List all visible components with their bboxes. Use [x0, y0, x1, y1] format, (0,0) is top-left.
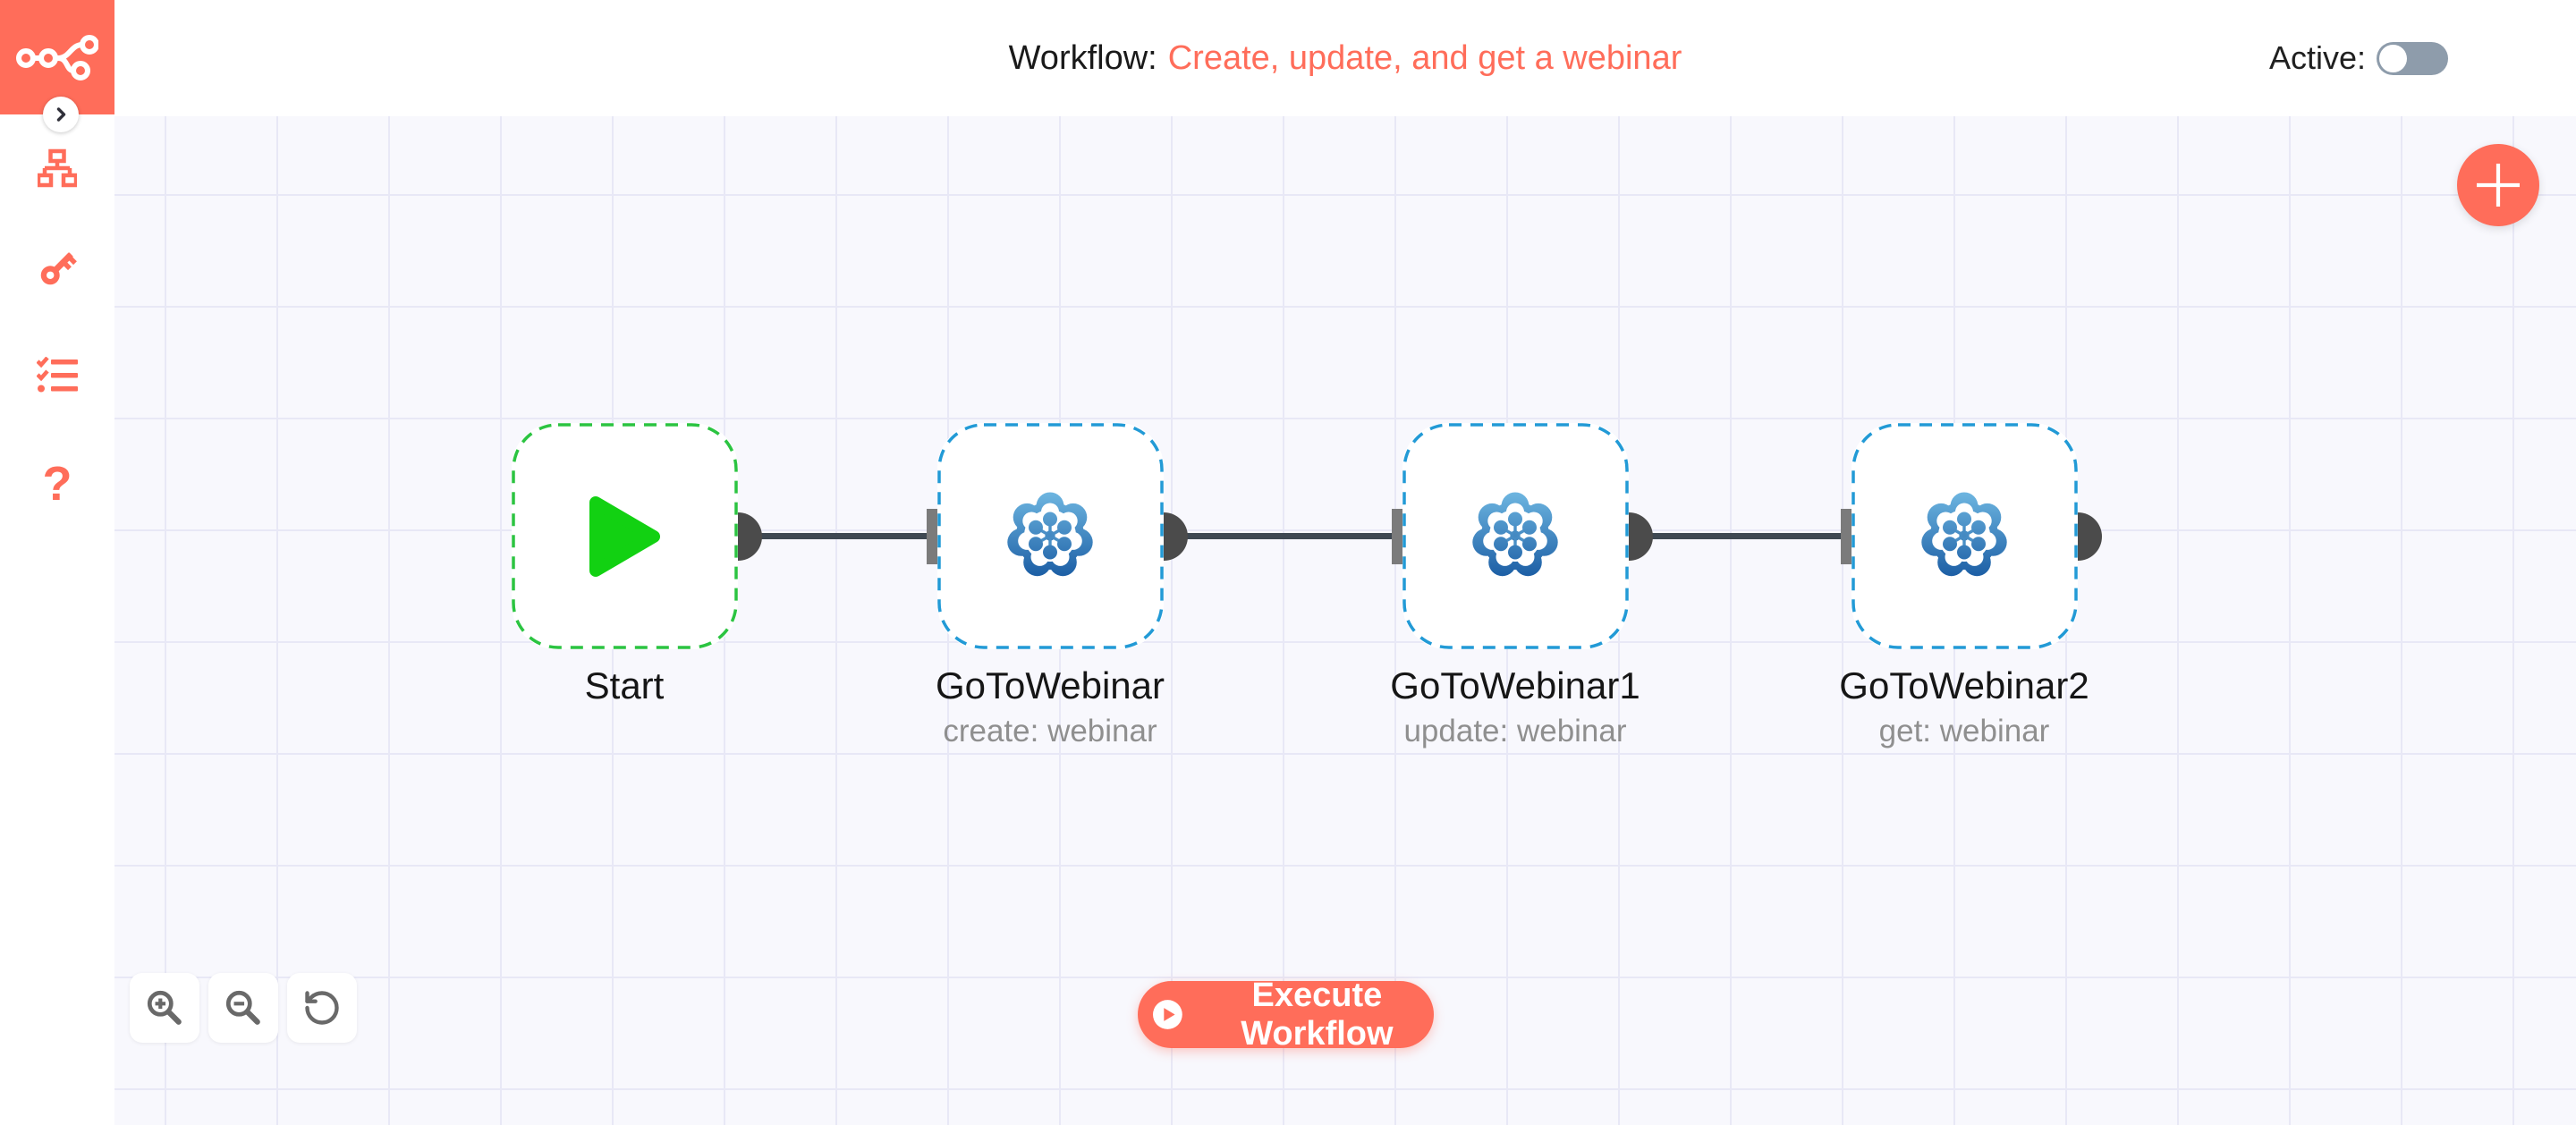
chevron-right-icon	[56, 107, 66, 122]
zoom-in-icon	[147, 990, 182, 1025]
node-border	[1852, 423, 2078, 649]
workflows-icon	[38, 148, 77, 188]
execute-workflow-button[interactable]: Execute Workflow	[1138, 977, 1434, 1053]
header-bar: Workflow: Create, update, and get a webi…	[114, 0, 2576, 116]
sidebar-item-workflows[interactable]	[0, 148, 114, 188]
connection-line	[1164, 533, 1402, 539]
gotowebinar-icon	[1005, 491, 1095, 580]
n8n-logo[interactable]	[0, 0, 114, 114]
node-gotowebinar1[interactable]	[1402, 423, 1629, 649]
node-label: Start	[584, 664, 665, 706]
zoom-out-button[interactable]	[208, 973, 278, 1043]
node-label: GoToWebinar	[935, 664, 1165, 706]
node-border	[1402, 423, 1629, 649]
connection-line	[738, 533, 937, 539]
sidebar-item-executions[interactable]	[0, 357, 114, 394]
play-triangle-icon	[589, 496, 660, 577]
executions-icon	[37, 357, 78, 393]
node-label: GoToWebinar2	[1839, 664, 2089, 706]
workflow-title: Workflow: Create, update, and get a webi…	[114, 0, 2576, 116]
n8n-logo-icon	[16, 35, 98, 80]
sidebar: ?	[0, 0, 114, 1125]
toggle-knob	[2379, 44, 2407, 72]
active-toggle[interactable]	[2377, 41, 2448, 75]
play-circle-icon	[1153, 1000, 1182, 1029]
node-subtitle: get: webinar	[1878, 714, 2050, 749]
gotowebinar-icon	[1470, 491, 1560, 580]
node-subtitle: create: webinar	[943, 714, 1157, 749]
workflow-canvas[interactable]: Start GoToWebinar create: webinar GoToWe…	[114, 116, 2576, 1125]
active-label: Active:	[2268, 39, 2366, 76]
workflow-name[interactable]: Create, update, and get a webinar	[1167, 38, 1682, 77]
sidebar-item-help[interactable]: ?	[0, 460, 114, 508]
zoom-controls	[130, 973, 357, 1043]
plus-icon	[2477, 164, 2520, 207]
execute-workflow-label: Execute Workflow	[1241, 976, 1394, 1053]
node-start[interactable]	[512, 423, 738, 649]
node-gotowebinar2[interactable]	[1852, 423, 2078, 649]
add-node-button[interactable]	[2457, 144, 2539, 226]
help-icon: ?	[42, 457, 72, 511]
reset-zoom-icon	[305, 991, 339, 1025]
zoom-in-button[interactable]	[130, 973, 199, 1043]
zoom-out-icon	[225, 990, 260, 1025]
sidebar-expand-button[interactable]	[43, 97, 79, 132]
node-gotowebinar[interactable]	[937, 423, 1164, 649]
node-border	[937, 423, 1164, 649]
node-subtitle: update: webinar	[1403, 714, 1627, 749]
workflow-title-prefix: Workflow:	[1008, 38, 1157, 77]
sidebar-item-credentials[interactable]	[0, 248, 114, 289]
active-toggle-group: Active:	[2269, 0, 2448, 116]
reset-zoom-button[interactable]	[287, 973, 357, 1043]
connection-line	[1629, 533, 1852, 539]
credentials-icon	[40, 252, 77, 285]
node-label: GoToWebinar1	[1390, 664, 1640, 706]
gotowebinar-icon	[1919, 491, 2009, 580]
node-border	[512, 423, 738, 649]
